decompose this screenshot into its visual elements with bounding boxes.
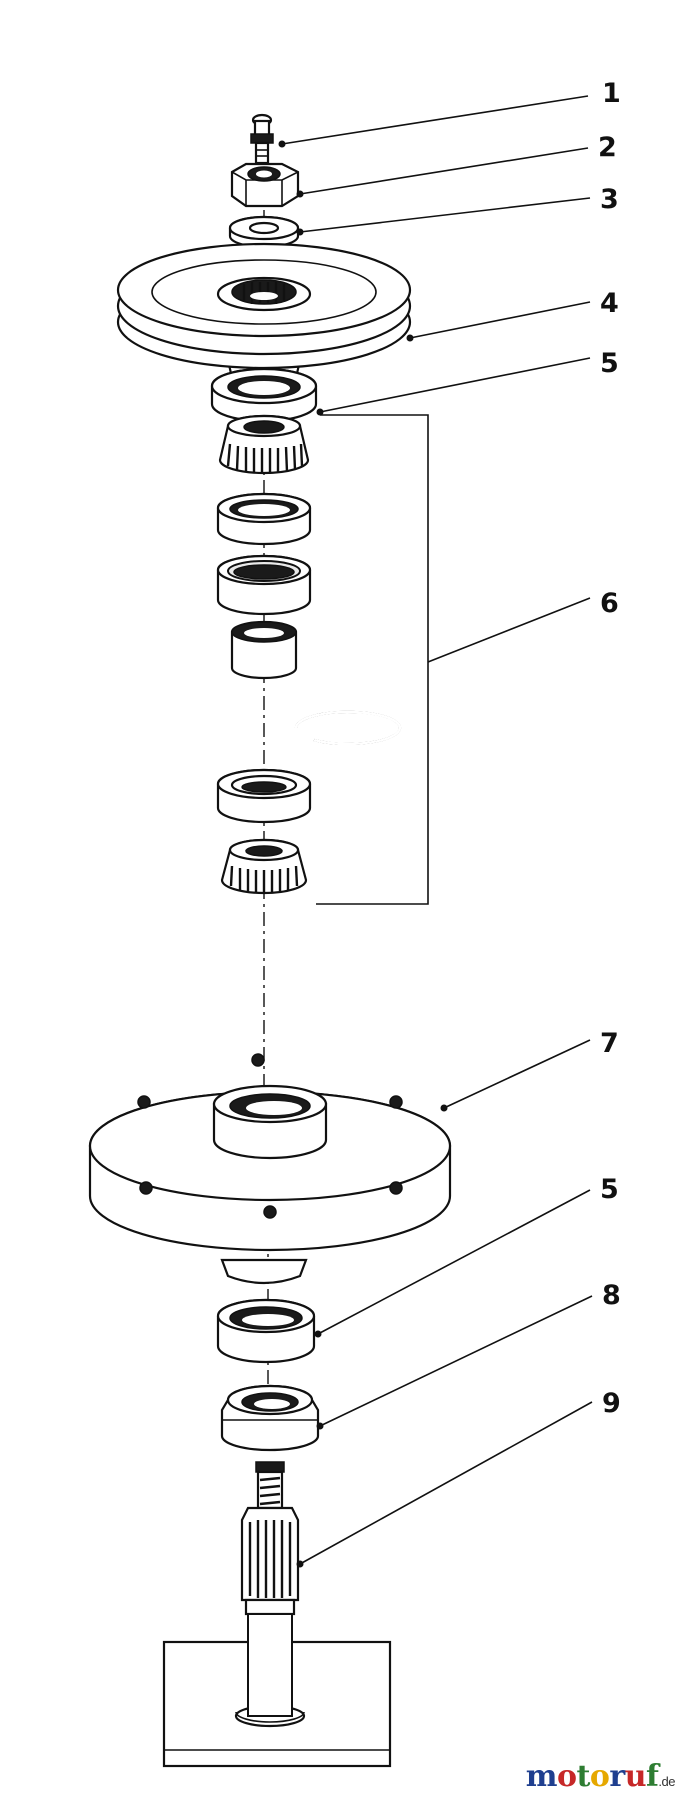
callout-8: 8	[602, 1280, 621, 1311]
watermark-letter: m	[525, 1759, 558, 1794]
leader-8	[319, 1295, 593, 1427]
part-outer-race	[216, 554, 312, 616]
part-pulley	[116, 242, 412, 385]
leader-2	[299, 147, 589, 195]
callout-5-upper: 5	[600, 348, 619, 379]
part-grease-fitting	[250, 113, 274, 165]
leader-4-dot	[406, 334, 414, 342]
part-spacer	[230, 620, 298, 680]
watermark-letter: r	[609, 1759, 625, 1794]
leader-5b	[317, 1189, 591, 1335]
leader-9-dot	[296, 1560, 304, 1568]
callout-1: 1	[602, 78, 621, 109]
leader-8-dot	[316, 1422, 324, 1430]
part-hex-nut	[230, 162, 300, 208]
leader-5a-dot	[316, 408, 324, 416]
part-bearing-cone-upper	[218, 414, 310, 475]
part-seal-lower	[216, 1298, 316, 1364]
housing-bolt-holes	[137, 1053, 403, 1219]
part-bearing-cup-upper	[216, 492, 312, 546]
watermark-logo: motoruf.de	[525, 1759, 676, 1794]
callout-9: 9	[602, 1388, 621, 1419]
leader-1-dot	[278, 140, 286, 148]
part-bearing-cup-lower	[216, 768, 312, 824]
part-bearing-lower	[220, 1384, 320, 1452]
part-bearing-cone-lower	[220, 838, 308, 895]
callout-4: 4	[600, 288, 619, 319]
part-seal-upper	[210, 367, 318, 423]
leader-lines	[278, 95, 593, 1568]
watermark-letter: f	[646, 1759, 659, 1794]
callout-labels: 1 2 3 4 5 6 7 5 8 9	[598, 78, 621, 1419]
leader-5a	[319, 357, 591, 413]
callout-5-lower: 5	[600, 1174, 619, 1205]
leader-4	[409, 301, 591, 339]
part-spindle-shaft	[162, 1461, 392, 1768]
leader-3-dot	[296, 228, 304, 236]
watermark-letter: t	[576, 1759, 591, 1794]
callout-2: 2	[598, 132, 617, 163]
watermark-letter: u	[624, 1759, 647, 1794]
watermark-letter: o	[589, 1759, 610, 1794]
leader-9	[299, 1401, 593, 1565]
callout-3: 3	[600, 184, 619, 215]
leader-7	[443, 1039, 591, 1109]
leader-6	[427, 597, 591, 663]
leader-5b-dot	[314, 1330, 322, 1338]
leader-7-dot	[440, 1104, 448, 1112]
callout-7: 7	[600, 1028, 619, 1059]
watermark-letter: o	[557, 1759, 577, 1794]
part-spindle-housing	[88, 1053, 452, 1285]
leader-1	[281, 95, 589, 145]
part-snap-ring	[294, 710, 402, 746]
leader-3	[299, 197, 591, 233]
watermark-suffix: .de	[658, 1774, 675, 1789]
bearing-set-bracket	[316, 414, 429, 905]
part-washer	[228, 215, 300, 249]
leader-2-dot	[296, 190, 304, 198]
callout-6: 6	[600, 588, 619, 619]
